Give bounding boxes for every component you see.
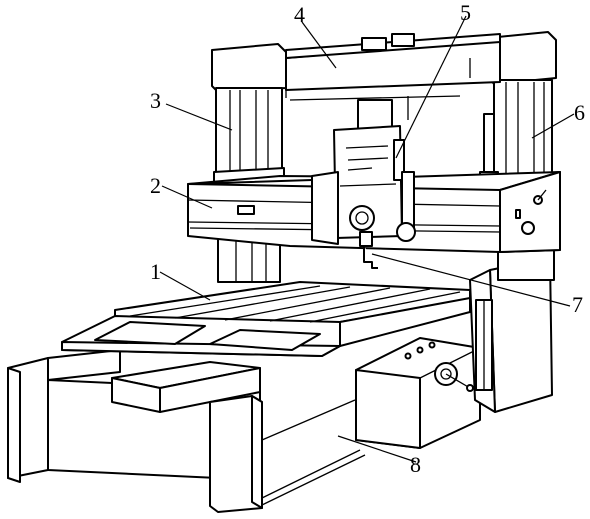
label-7: 7 bbox=[572, 292, 583, 317]
callout-labels: 1 2 3 4 5 6 7 8 bbox=[150, 0, 585, 477]
right-column-base bbox=[469, 257, 553, 413]
label-4: 4 bbox=[294, 2, 305, 27]
top-beam bbox=[285, 33, 501, 98]
vertical-head bbox=[289, 95, 461, 269]
label-6: 6 bbox=[574, 100, 585, 125]
side-gearbox bbox=[355, 337, 481, 449]
label-5: 5 bbox=[460, 0, 471, 25]
right-column bbox=[479, 31, 557, 281]
machine-bed bbox=[7, 349, 366, 513]
label-3: 3 bbox=[150, 88, 161, 113]
leader-lines bbox=[159, 15, 575, 463]
left-column bbox=[211, 43, 287, 283]
label-1: 1 bbox=[150, 259, 161, 284]
worktable bbox=[61, 281, 471, 357]
label-2: 2 bbox=[150, 173, 161, 198]
label-8: 8 bbox=[410, 452, 421, 477]
